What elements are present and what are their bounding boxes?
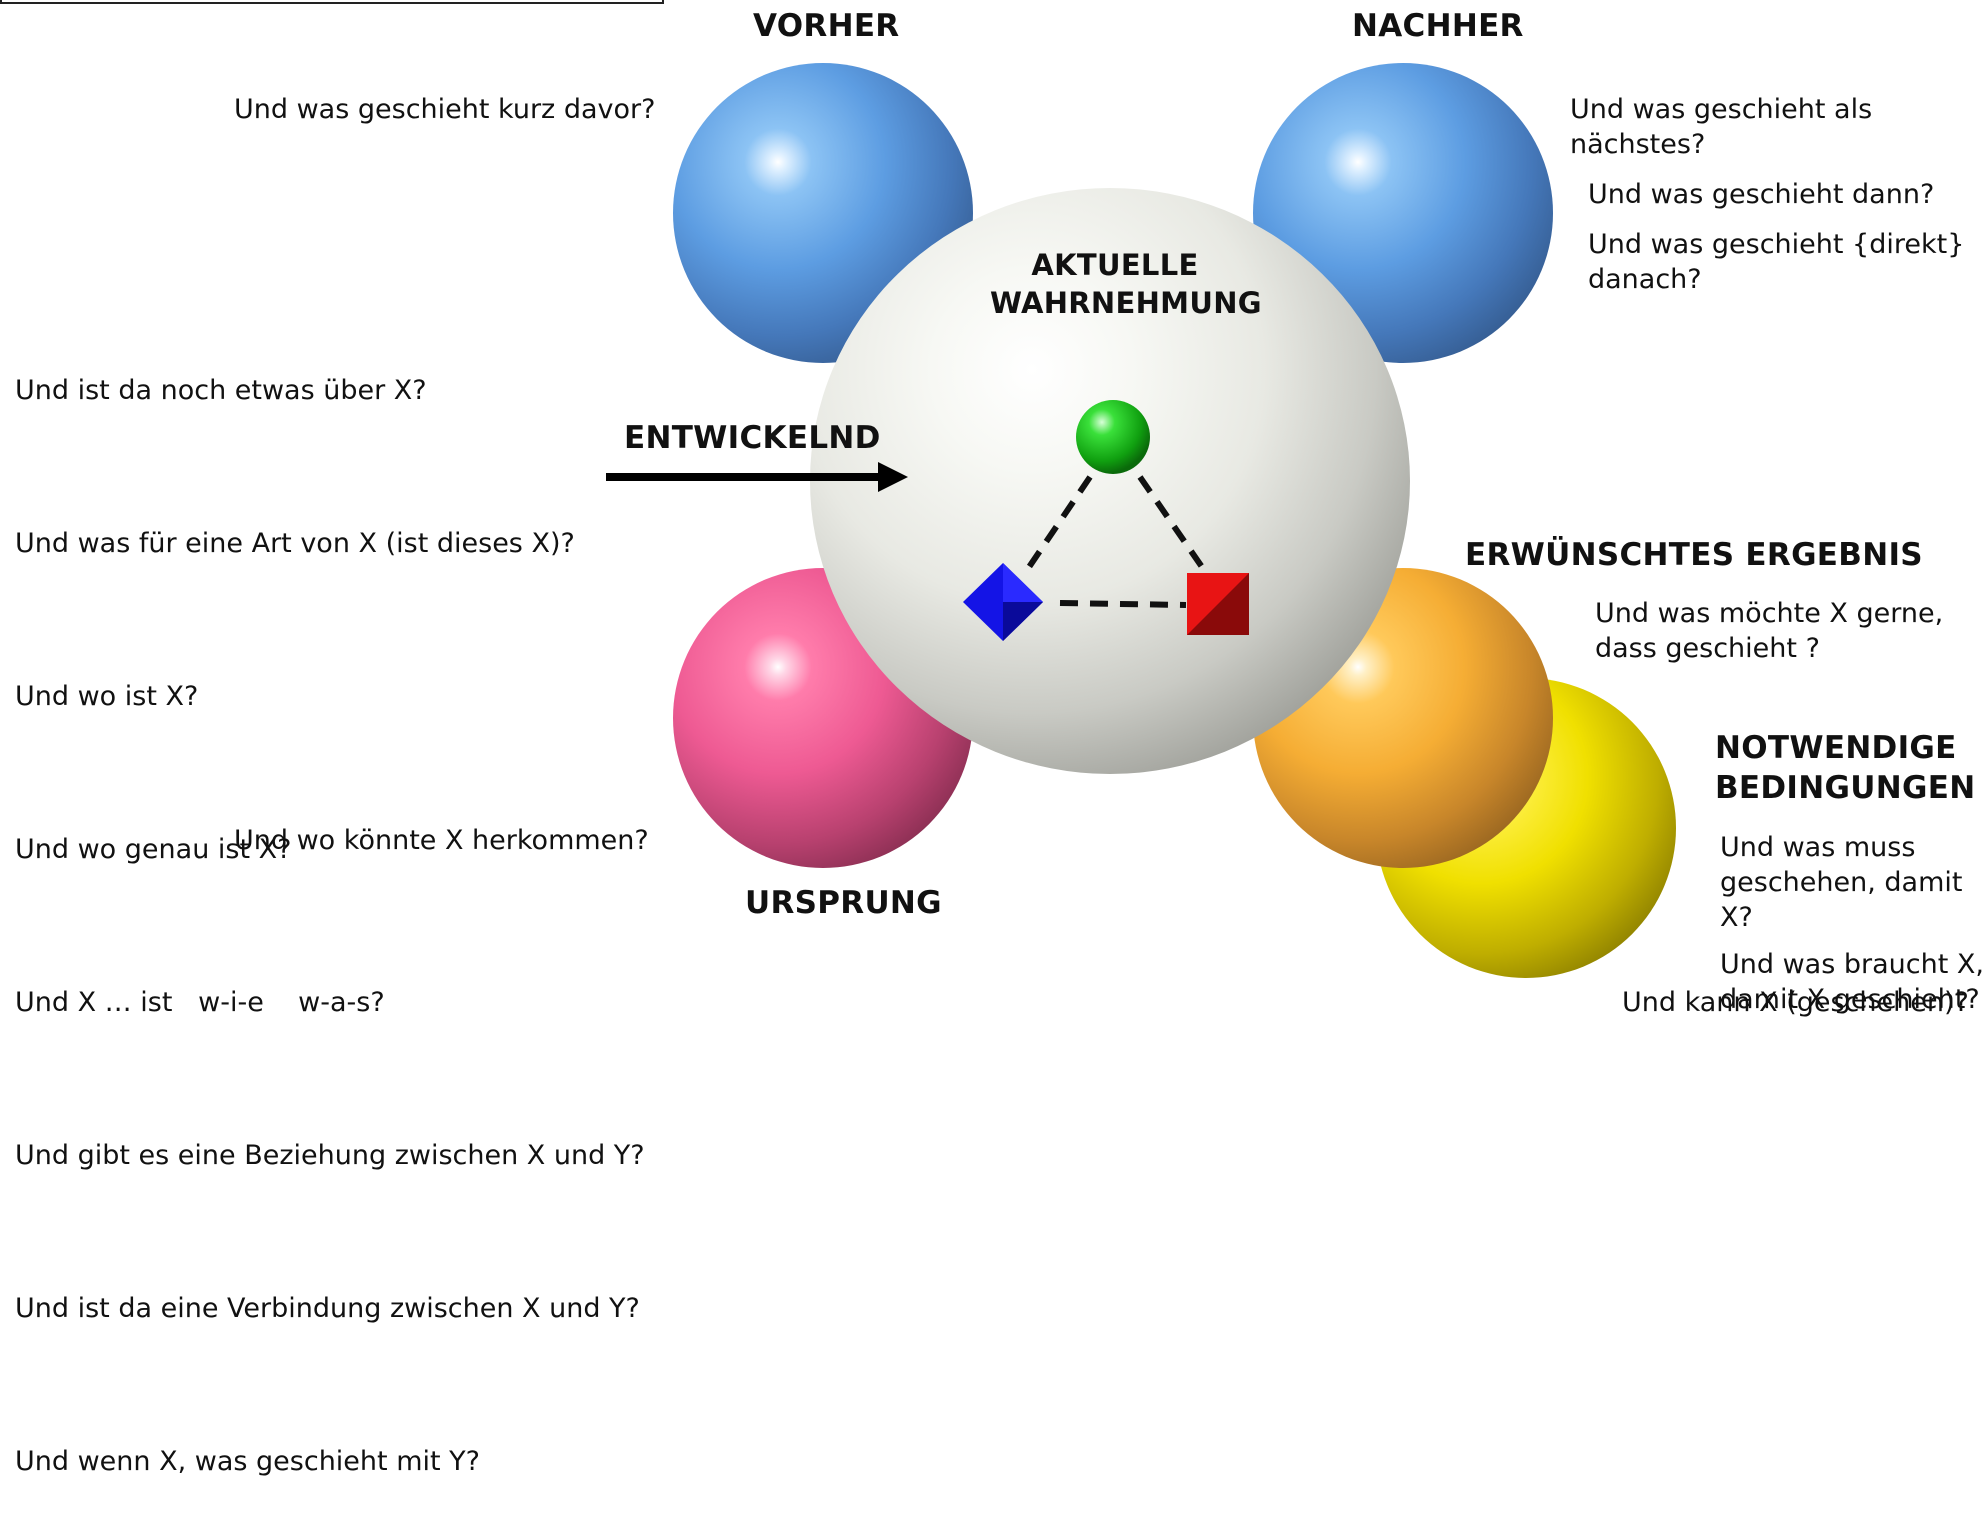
notwendige-question-1b: geschehen, damit X? [1720, 867, 1963, 933]
nachher-title: NACHHER [1352, 8, 1524, 44]
notwendige-questions: Und was muss geschehen, damit X? Und was… [1720, 830, 1988, 1017]
edge-blue-red [1059, 600, 1187, 608]
arrow-head-icon [878, 462, 908, 492]
notwendige-question-3: Und kann X (geschehen)? [1622, 987, 1969, 1018]
blue-diamond-icon [963, 563, 1043, 641]
aktuelle-sphere [810, 188, 1410, 774]
notwendige-question-1a: Und was muss [1720, 832, 1916, 863]
aktuelle-title-line2: WAHRNEHMUNG [990, 286, 1262, 320]
nachher-question-2: Und was geschieht dann? [1588, 179, 1935, 210]
entwickelnd-question-2: Und was für eine Art von X (ist dieses X… [15, 528, 575, 559]
notwendige-question-2b: damit X geschieht? [1720, 984, 1980, 1015]
ursprung-question: Und wo könnte X herkommen? [234, 825, 649, 856]
notwendige-title: NOTWENDIGE BEDINGUNGEN [1715, 728, 1975, 808]
nachher-questions: Und was geschieht als nächstes? Und was … [1570, 92, 1964, 297]
notwendige-title-line1: NOTWENDIGE [1715, 730, 1957, 766]
entwickelnd-question-5: Und X … ist w-i-e w-a-s? [15, 987, 385, 1018]
vorher-title: VORHER [753, 8, 900, 44]
erwuenschtes-question-a: Und was möchte X gerne, [1595, 598, 1944, 629]
entwickelnd-question-8: Und wenn X, was geschieht mit Y? [15, 1446, 480, 1477]
vorher-question: Und was geschieht kurz davor? [234, 94, 656, 125]
erwuenschtes-title: ERWÜNSCHTES ERGEBNIS [1465, 537, 1923, 573]
aktuelle-title: AKTUELLE WAHRNEHMUNG [990, 246, 1262, 322]
nachher-question-1a: Und was geschieht als [1570, 94, 1873, 125]
top-frame-line [0, 0, 664, 4]
erwuenschtes-question-b: dass geschieht ? [1595, 633, 1820, 664]
notwendige-question-2a: Und was braucht X, [1720, 949, 1984, 980]
entwickelnd-question-6: Und gibt es eine Beziehung zwischen X un… [15, 1140, 645, 1171]
entwickelnd-question-3: Und wo ist X? [15, 681, 199, 712]
arrow-right-icon [606, 473, 886, 481]
nachher-question-3a: Und was geschieht {direkt} [1588, 229, 1965, 260]
entwickelnd-questions: Und ist da noch etwas über X? Und was fü… [15, 263, 645, 1538]
nachher-question-1b: nächstes? [1570, 129, 1706, 160]
edge-green-red [1137, 475, 1205, 569]
entwickelnd-question-1: Und ist da noch etwas über X? [15, 375, 427, 406]
entwickelnd-title: ENTWICKELND [624, 420, 881, 456]
aktuelle-title-line1: AKTUELLE [1031, 248, 1199, 282]
perception-triangle [963, 400, 1249, 641]
green-sphere-icon [1076, 400, 1150, 474]
ursprung-title: URSPRUNG [745, 885, 942, 921]
red-cube-icon [1187, 573, 1249, 635]
entwickelnd-question-4: Und wo genau ist X? [15, 834, 292, 865]
edge-green-blue [1022, 475, 1093, 575]
nachher-question-3b: danach? [1588, 264, 1702, 295]
notwendige-title-line2: BEDINGUNGEN [1715, 770, 1976, 806]
entwickelnd-question-7: Und ist da eine Verbindung zwischen X un… [15, 1293, 640, 1324]
erwuenschtes-questions: Und was möchte X gerne, dass geschieht ? [1595, 596, 1943, 666]
